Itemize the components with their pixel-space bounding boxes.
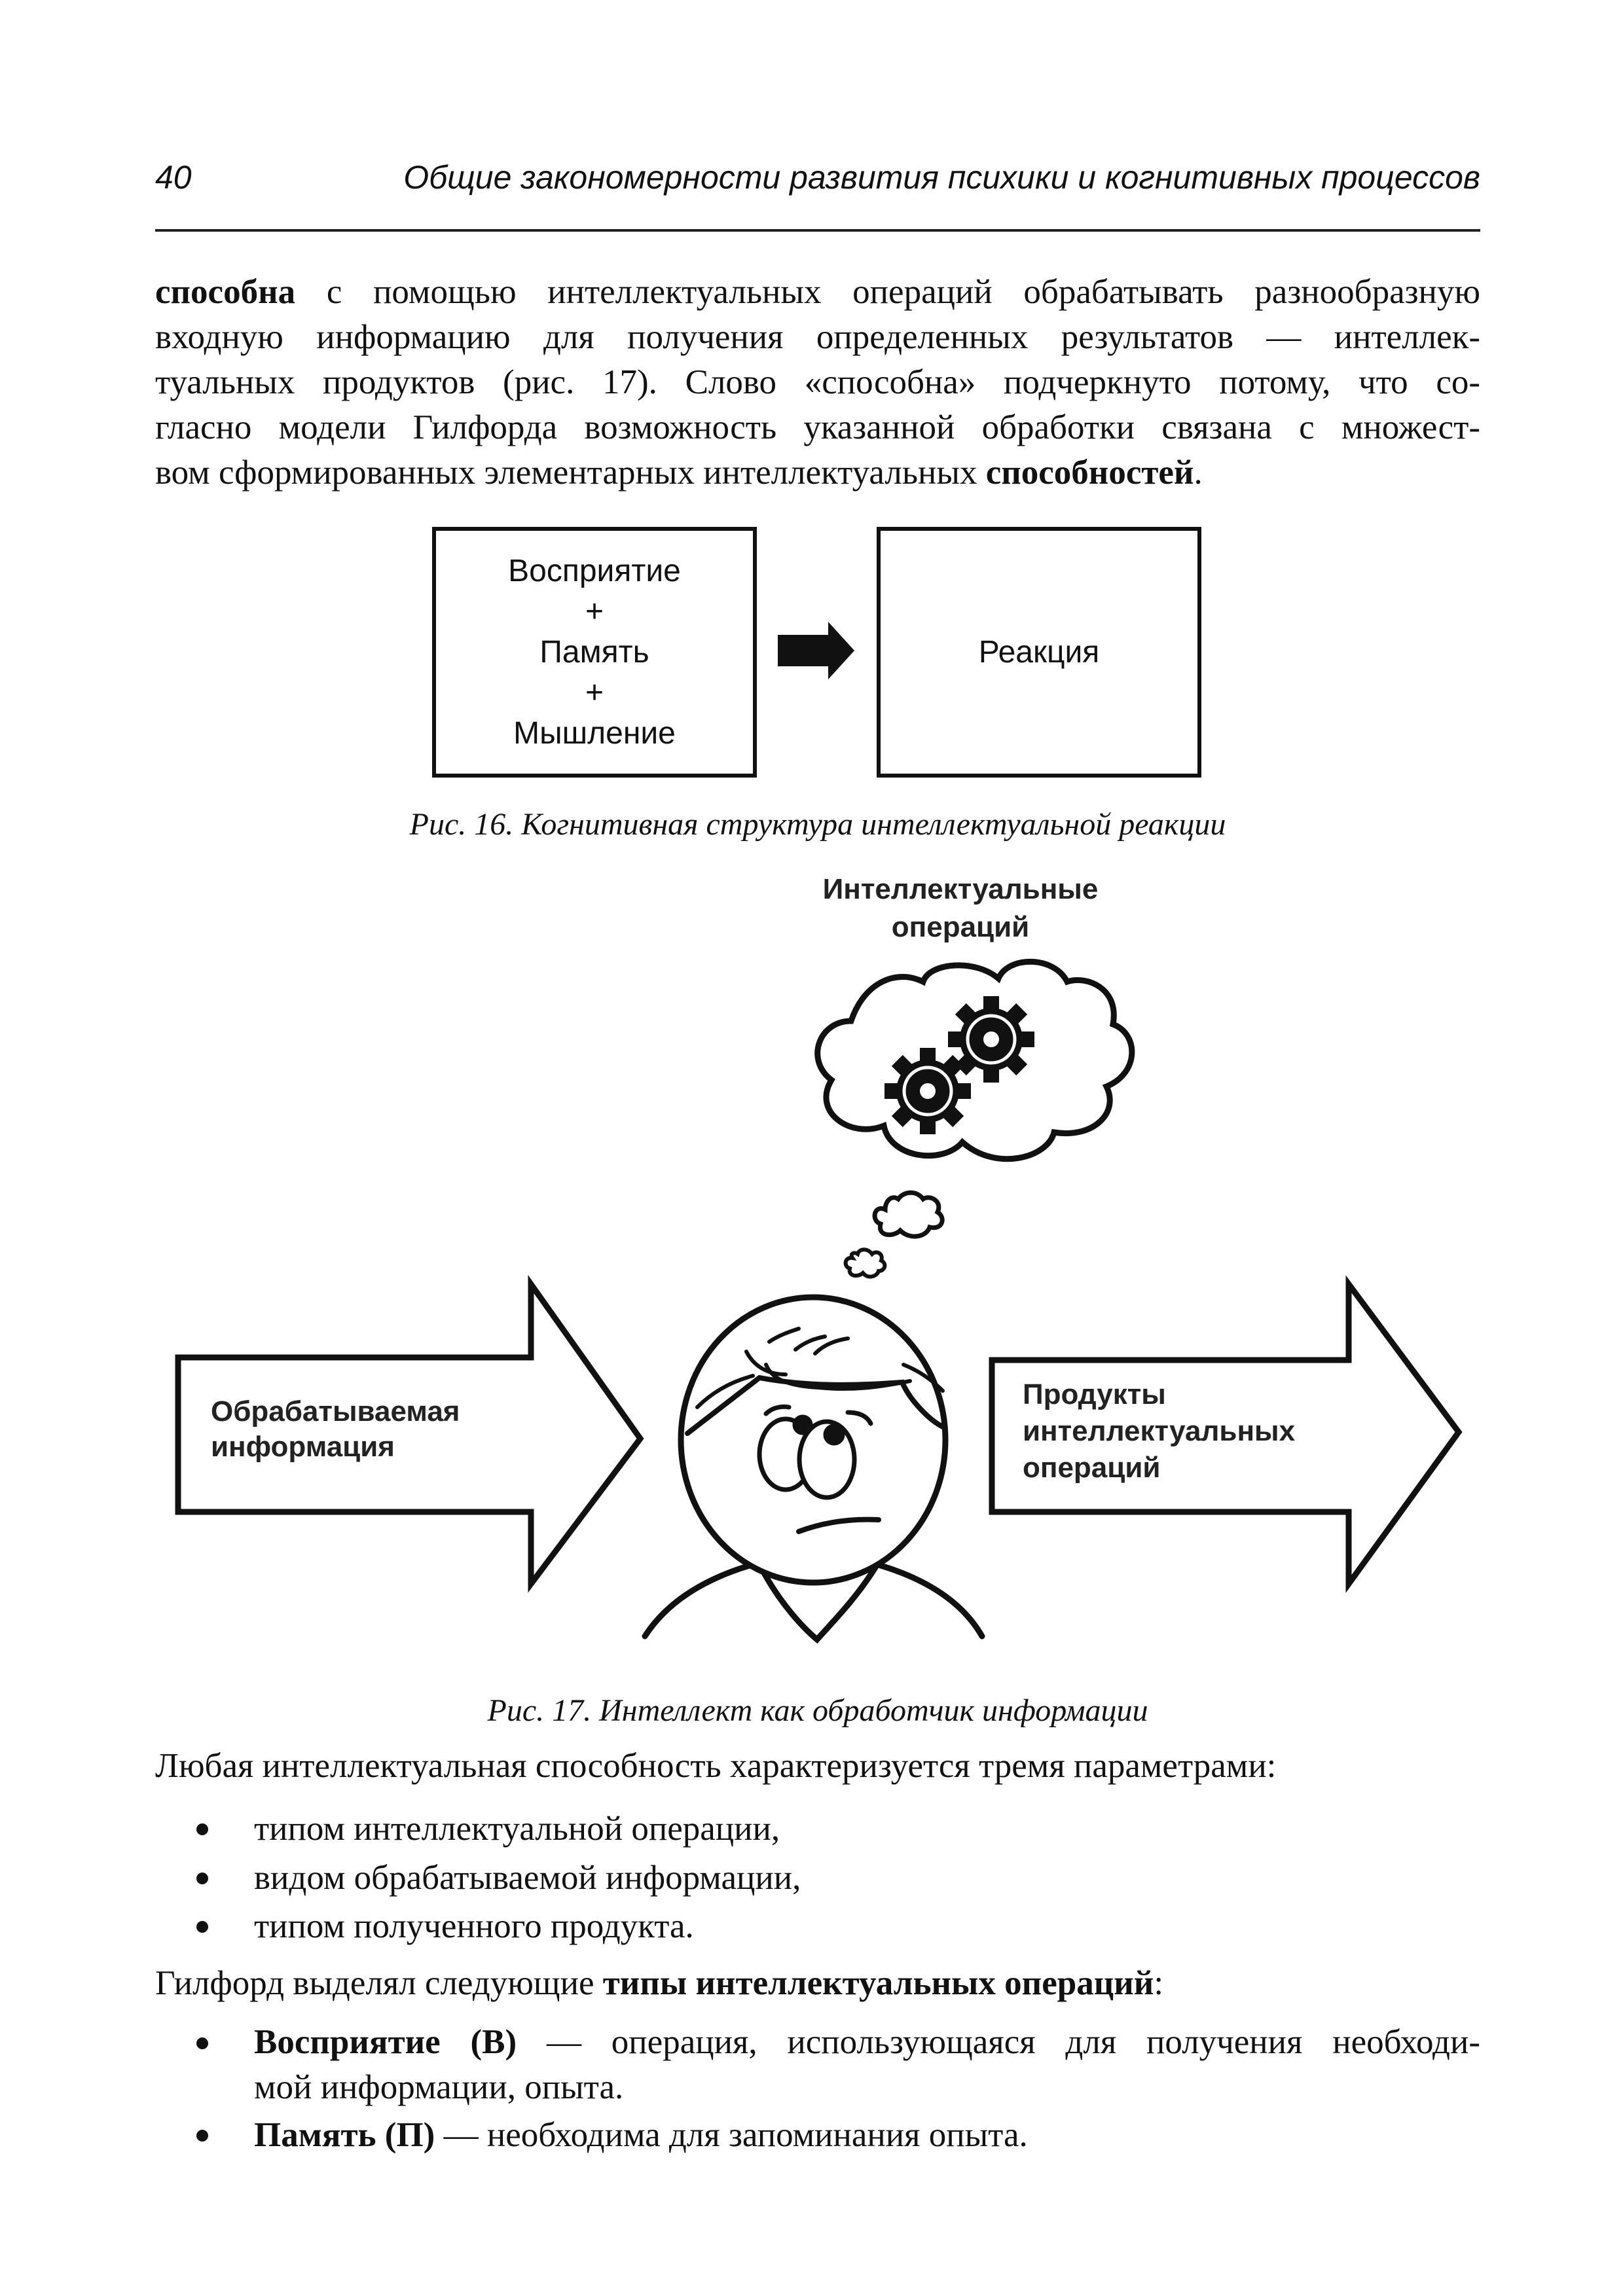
bold-term: способностей <box>985 454 1194 492</box>
thought-label: Интеллектуальные операций <box>731 870 1190 946</box>
text: Гилфорд выделял следующие <box>155 1964 603 2002</box>
output-arrow <box>989 1275 1463 1593</box>
text: туальных продуктов (рис. 17). Слово «спо… <box>155 363 1480 401</box>
list-item: Память (П) — необходима для запоминания … <box>254 2113 1028 2158</box>
fig17-caption: Рис. 17. Интеллект как обработчик информ… <box>487 1693 1148 1728</box>
box-text: Восприятие <box>508 553 681 588</box>
box-text: Память <box>539 634 649 670</box>
label-line: операций <box>1023 1452 1161 1484</box>
bullet-icon <box>196 1873 208 1884</box>
bullet-icon <box>196 1921 208 1933</box>
text-line: входную информацию для получения определ… <box>155 315 1480 360</box>
input-arrow <box>175 1274 644 1593</box>
text: . <box>1194 454 1203 492</box>
intro-paragraph: способна с помощью интеллектуальных опер… <box>155 270 1480 495</box>
output-arrow-label: Продукты интеллектуальных операций <box>1023 1376 1295 1486</box>
arrow-right-icon <box>778 622 854 679</box>
list-item: типом интеллектуальной операции, <box>254 1810 780 1848</box>
text-line: гласно модели Гилфорда возможность указа… <box>155 405 1480 450</box>
bold-term: Память (П) <box>254 2116 435 2154</box>
fig16-caption: Рис. 16. Когнитивная структура интеллект… <box>409 807 1226 842</box>
text: с помощью интеллектуальных операций обра… <box>295 273 1480 311</box>
fig16-box-input: Восприятие + Память + Мышление <box>432 527 757 778</box>
text: : <box>1154 1964 1164 2002</box>
bullet-icon <box>196 1823 208 1835</box>
input-arrow-label: Обрабатываемая информация <box>211 1394 460 1465</box>
list-item: Восприятие (В) — операция, использующаяс… <box>254 2020 1480 2110</box>
text-line: Восприятие (В) — операция, использующаяс… <box>254 2020 1480 2065</box>
gear-icon <box>884 1048 971 1134</box>
box-text: Мышление <box>513 715 676 751</box>
text-line: вом сформированных элементарных интеллек… <box>155 450 1480 495</box>
thinking-person-icon <box>642 1294 985 1644</box>
gear-icon <box>948 996 1034 1083</box>
box-text: + <box>585 675 604 710</box>
running-title: Общие закономерности развития психики и … <box>403 159 1480 196</box>
label-line: информация <box>211 1431 395 1463</box>
label-line: интеллектуальных <box>1023 1415 1296 1447</box>
thought-cloud-icon <box>814 958 1135 1279</box>
bullet-icon <box>196 2037 208 2049</box>
text: входную информацию для получения определ… <box>155 318 1480 356</box>
header-rule <box>155 229 1480 232</box>
bold-term: типы интеллектуальных операций <box>602 1964 1154 2002</box>
list-item: видом обрабатываемой информации, <box>254 1859 801 1897</box>
bullet-icon <box>196 2130 208 2142</box>
fig16-box-reaction: Реакция <box>877 527 1201 778</box>
text-line: туальных продуктов (рис. 17). Слово «спо… <box>155 360 1480 405</box>
types-intro: Гилфорд выделял следующие типы интеллект… <box>155 1961 1163 2006</box>
box-text: Реакция <box>978 635 1100 670</box>
bold-term: способна <box>155 273 296 311</box>
box-text: + <box>585 594 604 629</box>
text: — необходима для запоминания опыта. <box>435 2116 1028 2154</box>
text: — операция, использующаяся для получения… <box>517 2023 1480 2061</box>
label-line: Обрабатываемая <box>211 1395 460 1427</box>
page-number: 40 <box>155 159 192 196</box>
params-intro: Любая интеллектуальная способность харак… <box>155 1747 1277 1785</box>
bold-term: Восприятие (В) <box>254 2023 517 2061</box>
text: гласно модели Гилфорда возможность указа… <box>155 408 1480 446</box>
list-item: типом полученного продукта. <box>254 1907 694 1945</box>
text-line: способна с помощью интеллектуальных опер… <box>155 270 1480 315</box>
label-line: операций <box>891 911 1030 943</box>
text: вом сформированных элементарных интеллек… <box>155 454 986 492</box>
text-line: мой информации, опыта. <box>254 2068 624 2106</box>
label-line: Продукты <box>1023 1378 1166 1410</box>
label-line: Интеллектуальные <box>822 873 1099 905</box>
